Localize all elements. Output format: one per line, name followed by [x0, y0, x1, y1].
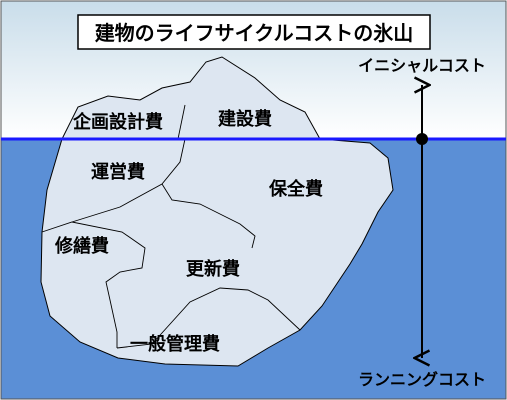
divider-operation-maintenance: [161, 183, 256, 249]
region-maintenance: 保全費: [268, 178, 323, 200]
iceberg-top: [61, 56, 321, 140]
title-box: [77, 14, 431, 50]
region-planning-design: 企画設計費: [72, 111, 163, 133]
divider-planning-construction: [177, 104, 186, 140]
region-operation: 運営費: [91, 161, 145, 183]
waterline-marker: [416, 133, 428, 145]
region-renewal: 更新費: [186, 258, 240, 280]
iceberg-dividers: [41, 104, 301, 349]
region-construction: 建設費: [218, 108, 272, 130]
region-general-management: 一般管理費: [130, 333, 220, 355]
initial-cost-label: イニシャルコスト: [358, 56, 486, 75]
iceberg-bottom: [40, 138, 394, 367]
diagram-title: 建物のライフサイクルコストの氷山: [95, 21, 414, 45]
divider-repair: [41, 221, 146, 348]
region-repair: 修繕費: [54, 235, 109, 257]
divider-renewal-lower: [116, 287, 301, 349]
running-cost-label: ランニングコスト: [358, 370, 486, 389]
